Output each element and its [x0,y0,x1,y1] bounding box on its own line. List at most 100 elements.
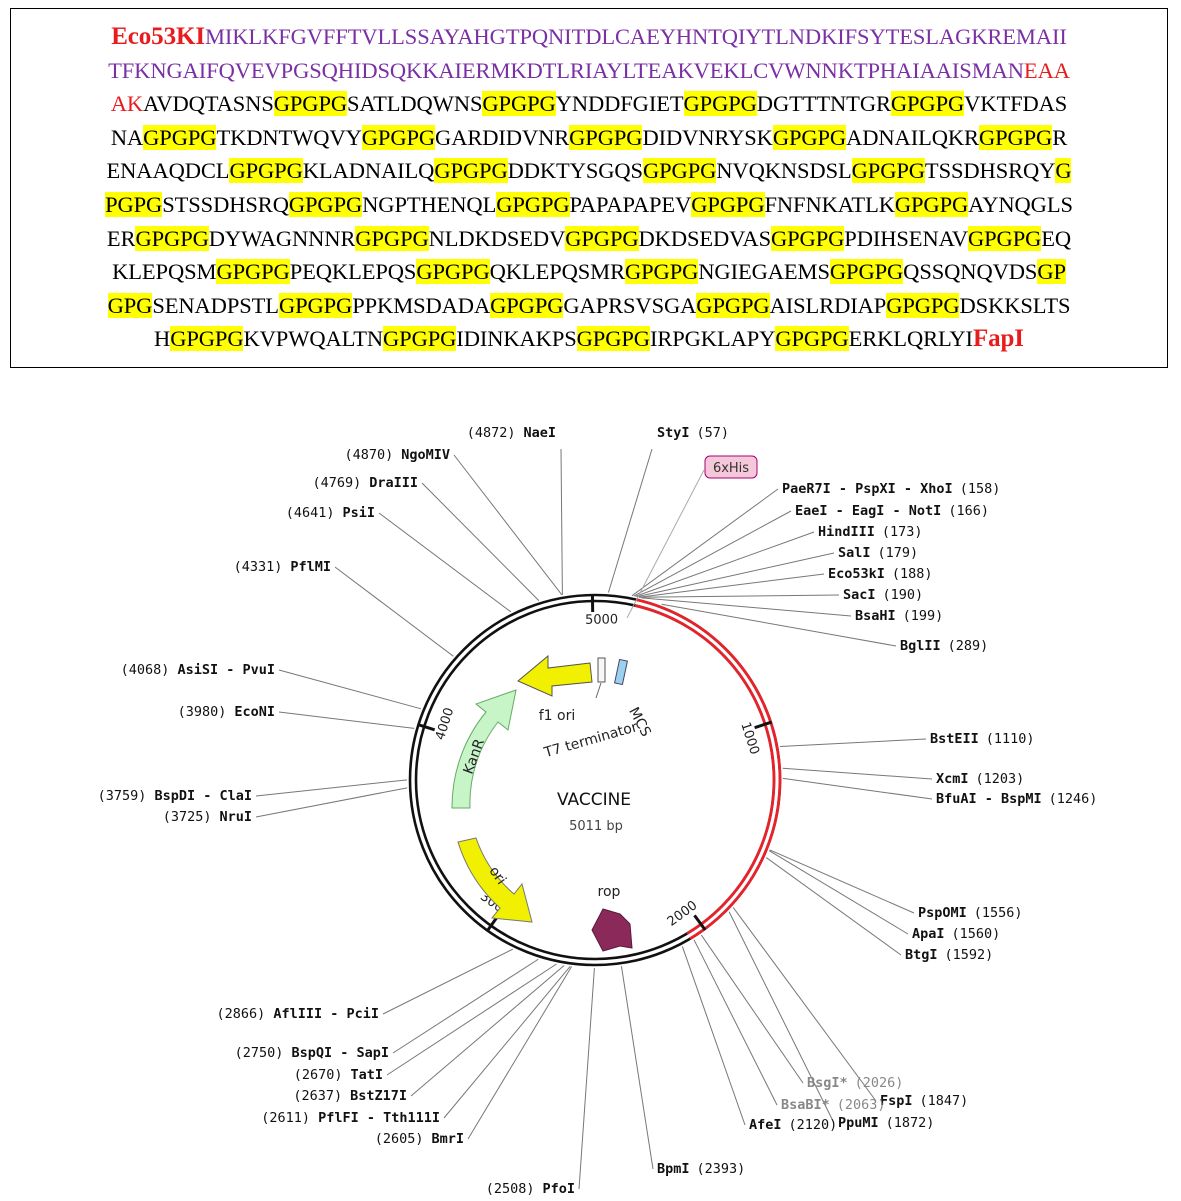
plasmid-name: VACCINE [557,790,631,810]
restriction-site-label: (2866)AflIII - PciI [217,1006,379,1022]
site-position: (2063) [837,1097,886,1113]
sequence-segment: AVDQTASNS [143,91,274,117]
sequence-line: Eco53KIMIKLKFGVFFTVLLSSAYAHGTPQNITDLCAEY… [11,22,1167,52]
restriction-site-label: (3725)NruI [163,809,252,825]
sequence-line: ENAAQDCLGPGPGKLADNAILQGPGPGDDKTYSGQSGPGP… [11,156,1167,186]
gpgpg-linker: GP [1037,259,1066,285]
gpgpg-linker: GPGPG [229,158,303,184]
restriction-site-label: BstEII(1110) [930,731,1035,747]
restriction-site-label: PpuMI(1872) [838,1115,934,1131]
restriction-site-label: ApaI (1560) [912,926,1000,942]
site-position: (2508) [486,1181,535,1197]
gpgpg-linker: GPGPG [683,91,757,117]
gpgpg-linker: GPGPG [143,124,217,150]
site-name: HindIII [818,524,875,540]
sequence-line: KLEPQSMGPGPGPEQKLEPQSGPGPGQKLEPQSMRGPGPG… [11,257,1167,287]
restriction-site-label: BglII(289) [900,638,988,654]
tick-mark [417,723,436,732]
site-position: (1592) [945,947,994,963]
gpgpg-linker: GPGPG [775,326,849,352]
gpgpg-linker: GPGPG [355,225,429,251]
site-leader-line [631,488,779,597]
site-leader-line [768,850,909,935]
site-name: SacI [843,587,876,603]
sequence-segment: AYNQGLS [968,192,1073,217]
restriction-site-label: (4641)PsiI [286,505,375,521]
sequence-segment: MIKLKFGVFFTVLLSSAYAHGTPQNITDLCAEYHNTQIYT… [204,24,1067,49]
site-position: (1847) [920,1093,969,1109]
sequence-line: TFKNGAIFQVEVPGSQHIDSQKKAIERMKDTLRIAYLTEA… [11,56,1167,86]
plasmid-size: 5011 bp [569,819,623,834]
insert-inner-strand [634,604,776,935]
gpgpg-linker: PGPG [105,192,163,217]
sequence-segment: IDINKAKPS [456,326,577,352]
site-leader-line [467,966,573,1140]
site-leader-line [620,966,654,1170]
sequence-segment: H [154,326,171,352]
kanr-arrow [451,689,517,809]
restriction-site-label: (4769)DraIII [312,475,418,491]
site-position: (173) [882,524,923,540]
tick-label: 2000 [665,898,701,930]
site-name: StyI [657,425,690,441]
feature-leader [595,682,602,699]
site-position: (1560) [952,926,1001,942]
restriction-site-label: (4870)NgoMIV [344,447,450,463]
restriction-site-label: (2605) BmrI [375,1131,464,1147]
restriction-site-label: PaeR7I - PspXI - XhoI(158) [782,481,1000,497]
restriction-site-label: AfeI(2120) [749,1117,837,1133]
restriction-site-label: (4331)PflMI [234,559,331,575]
site-leader-line [638,573,825,598]
gpgpg-linker: GPGPG [772,124,847,150]
gpgpg-linker: GPGPG [288,192,363,217]
f1-ori-arrow [517,654,593,697]
restriction-site-label: (2750)BspQI - SapI [235,1045,389,1061]
site-position: (2611) [261,1110,310,1126]
site-position: (1556) [974,905,1023,921]
site-leader-line [635,531,815,597]
site-name: XcmI [936,771,969,787]
sequence-segment: NLDKDSEDV [428,225,566,251]
site-leader-line [334,566,454,657]
sequence-segment: NGIEGAEMS [698,259,830,285]
sequence-segment: FNFNKATLK [764,192,895,217]
sequence-segment: YNDDFGIET [555,91,684,117]
site-name: AfeI [749,1117,782,1133]
restriction-site-label: SalI(179) [838,545,918,561]
ori-arrow [457,837,533,923]
enzyme-label: Eco53KI [111,23,205,50]
sequence-segment: IRPGKLAPY [649,326,776,352]
site-name: EcoNI [234,704,275,720]
site-name: BsaHI [855,608,896,624]
site-position: (2605) [375,1131,424,1147]
site-leader-line [765,857,902,956]
site-name: BmrI [431,1131,464,1147]
gpgpg-linker: GPGPG [434,158,508,184]
restriction-site-label: (3759)BspDI - ClaI [98,788,252,804]
site-position: (166) [948,503,989,519]
site-position: (4769) [312,475,361,491]
site-leader-line [693,939,778,1106]
gpgpg-linker: GPGPG [278,292,353,318]
site-position: (3980) [178,704,227,720]
gpgpg-linker: GPGPG [886,292,960,318]
site-name: PaeR7I - PspXI - XhoI [782,481,953,497]
t7-terminator-box [597,657,606,683]
site-name: FspI [880,1093,913,1109]
sequence-segment: SENADPSTL [152,292,279,318]
site-position: (3725) [163,809,212,825]
site-leader-line [421,482,540,601]
site-position: (188) [892,566,933,582]
sequence-segment: PPKMSDADA [352,292,491,318]
site-name: ApaI [912,926,945,942]
site-leader-line [410,965,565,1097]
sequence-line: PGPGSTSSDHSRQGPGPGNGPTHENQLGPGPGPAPAPAPE… [11,190,1167,220]
site-name: BsgI* [807,1075,848,1091]
site-leader-line [732,907,877,1102]
site-leader-line [578,967,595,1190]
sequence-line: HGPGPGKVPWQALTNGPGPGIDINKAKPSGPGPGIRPGKL… [11,324,1167,354]
restriction-site-label: BpmI(2393) [657,1161,745,1177]
feature-label: 6xHis [713,461,749,476]
